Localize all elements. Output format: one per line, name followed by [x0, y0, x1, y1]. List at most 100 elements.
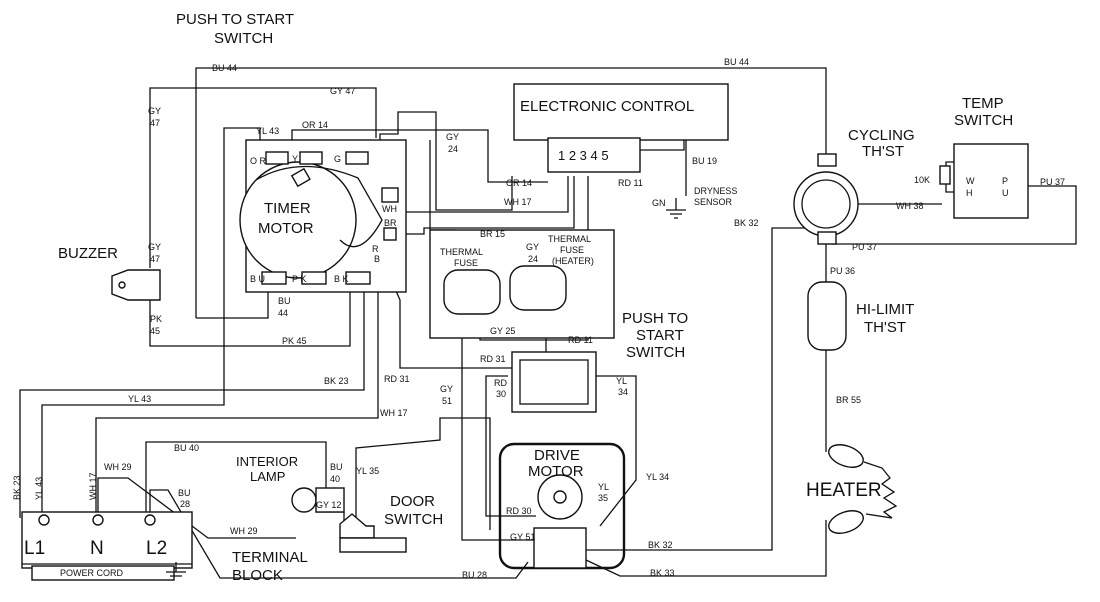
wire-bk23-vertical: BK 23	[12, 475, 22, 500]
wire-wh17-mid: WH 17	[380, 408, 408, 418]
ground-symbol	[166, 198, 686, 577]
hi-limit-label-1: HI-LIMIT	[856, 301, 914, 318]
wire-rd30: RD	[494, 378, 507, 388]
timer-label-2: MOTOR	[258, 220, 314, 237]
hi-limit-label-2: TH'ST	[864, 319, 906, 336]
component-labels: PUSH TO START SWITCH ELECTRONIC CONTROL …	[24, 11, 1013, 584]
wire-br15: BR 15	[480, 229, 505, 239]
temp-term-w: W	[966, 176, 975, 186]
interior-lamp-label-2: LAMP	[250, 469, 285, 484]
terminal-block-label-1: TERMINAL	[232, 549, 308, 566]
timer-term-or: O R	[250, 156, 267, 166]
resistor-10k-label: 10K	[914, 175, 930, 185]
timer-term-br: BR	[384, 218, 397, 228]
wire-yl35-motor-num: 35	[598, 493, 608, 503]
cycling-label-2: TH'ST	[862, 143, 904, 160]
timer-term-y: Y	[292, 154, 298, 164]
temp-switch-label-2: SWITCH	[954, 112, 1013, 129]
wire-bk32-bottom: BK 32	[648, 540, 673, 550]
buzzer	[111, 269, 161, 301]
thermal-fuse-heater-label-3: (HEATER)	[552, 256, 594, 266]
wire-yl34-num: 34	[618, 387, 628, 397]
thermal-fuse-heater-label-1: THERMAL	[548, 234, 591, 244]
wire-pu37-bottom: PU 37	[852, 242, 877, 252]
wire-yl35: YL 35	[356, 466, 379, 476]
wire-gy47-left: GY	[148, 106, 161, 116]
wire-yl43: YL 43	[256, 126, 279, 136]
temp-term-u: U	[1002, 188, 1009, 198]
push-to-start-switch	[511, 351, 597, 413]
drive-motor	[498, 442, 626, 570]
electronic-control-label: ELECTRONIC CONTROL	[520, 98, 694, 115]
wire-bu19: BU 19	[692, 156, 717, 166]
wire-rd11-bottom: RD 11	[568, 335, 593, 345]
drive-motor-label-2: MOTOR	[528, 463, 584, 480]
wire-gy51-num: 51	[442, 396, 452, 406]
wire-rd31-left: RD 31	[384, 374, 410, 384]
wire-wh17-top: WH 17	[504, 197, 532, 207]
wire-gy24-fuse-num: 24	[528, 254, 538, 264]
push-start-mid-label-3: SWITCH	[626, 344, 685, 361]
temp-switch-label-1: TEMP	[962, 95, 1004, 112]
temp-term-h: H	[966, 188, 973, 198]
terminal-l1: L1	[24, 538, 45, 559]
ground-label: GN	[652, 198, 666, 208]
timer-motor-box	[239, 139, 407, 293]
control-pin-numbers: 1 2 3 4 5	[558, 148, 609, 163]
wire-labels: BU 44 BU 44 GY 47 GY 47 GY 47 YL 43 OR 1…	[12, 57, 1065, 580]
wire-gy47-left-num: 47	[150, 118, 160, 128]
wire-gy51-bottom: GY 51	[510, 532, 535, 542]
wire-gy47-top: GY 47	[330, 86, 355, 96]
push-start-mid-label-2: START	[636, 327, 684, 344]
dryness-sensor-label-1: DRYNESS	[694, 186, 737, 196]
wire-yl43-vertical: YL 43	[34, 477, 44, 500]
terminal-block	[21, 511, 193, 569]
wire-bu40-top: BU 40	[174, 443, 199, 453]
wire-bu28-num: 28	[180, 499, 190, 509]
wire-bu44-timer: BU	[278, 296, 291, 306]
wire-gy24-num: 24	[448, 144, 458, 154]
push-start-top-title-1: PUSH TO START	[176, 11, 294, 28]
wire-or14-mid: OR 14	[506, 178, 532, 188]
wire-pk45-num: 45	[150, 326, 160, 336]
wire-bu44-timer-num: 44	[278, 308, 288, 318]
timer-term-pk: P K	[292, 274, 306, 284]
wire-yl34-mid: YL 34	[646, 472, 669, 482]
drive-motor-label-1: DRIVE	[534, 447, 580, 464]
wire-bu28-bottom: BU 28	[462, 570, 487, 580]
wire-bu44-top: BU 44	[212, 63, 237, 73]
wire-gy51: GY	[440, 384, 453, 394]
wire-pk45: PK	[150, 314, 162, 324]
heater-label: HEATER	[806, 480, 882, 501]
timer-term-r: R	[372, 244, 379, 254]
wire-wh29-lower: WH 29	[230, 526, 258, 536]
wire-bk33: BK 33	[650, 568, 675, 578]
timer-label-1: TIMER	[264, 200, 311, 217]
wire-wh38: WH 38	[896, 201, 924, 211]
wire-br55: BR 55	[836, 395, 861, 405]
wire-gy47-mid-num: 47	[150, 254, 160, 264]
thermal-fuse-label-1: THERMAL	[440, 247, 483, 257]
wire-bu44-right: BU 44	[724, 57, 749, 67]
wire-yl34: YL	[616, 376, 627, 386]
wire-yl43-mid: YL 43	[128, 394, 151, 404]
hi-limit-thermostat	[807, 281, 847, 351]
terminal-block-label-2: BLOCK	[232, 567, 283, 584]
timer-term-bu: B U	[250, 274, 265, 284]
push-start-mid-label-1: PUSH TO	[622, 310, 688, 327]
timer-terminal-labels: O R Y G WH BR R B B U P K B K W H P U	[250, 154, 1009, 284]
thermal-fuse-area	[429, 229, 615, 339]
electronic-control	[513, 83, 729, 173]
interior-lamp	[291, 487, 345, 513]
timer-term-wh: WH	[382, 204, 397, 214]
wire-pu37-right: PU 37	[1040, 177, 1065, 187]
wire-bk32-right: BK 32	[734, 218, 759, 228]
wire-or14-top: OR 14	[302, 120, 328, 130]
wire-gy24: GY	[446, 132, 459, 142]
wire-rd30-bottom: RD 30	[506, 506, 532, 516]
wire-wh17-vertical: WH 17	[88, 472, 98, 500]
push-start-top-title-2: SWITCH	[214, 30, 273, 47]
temp-switch	[939, 143, 1029, 219]
wire-yl35-motor: YL	[598, 482, 609, 492]
